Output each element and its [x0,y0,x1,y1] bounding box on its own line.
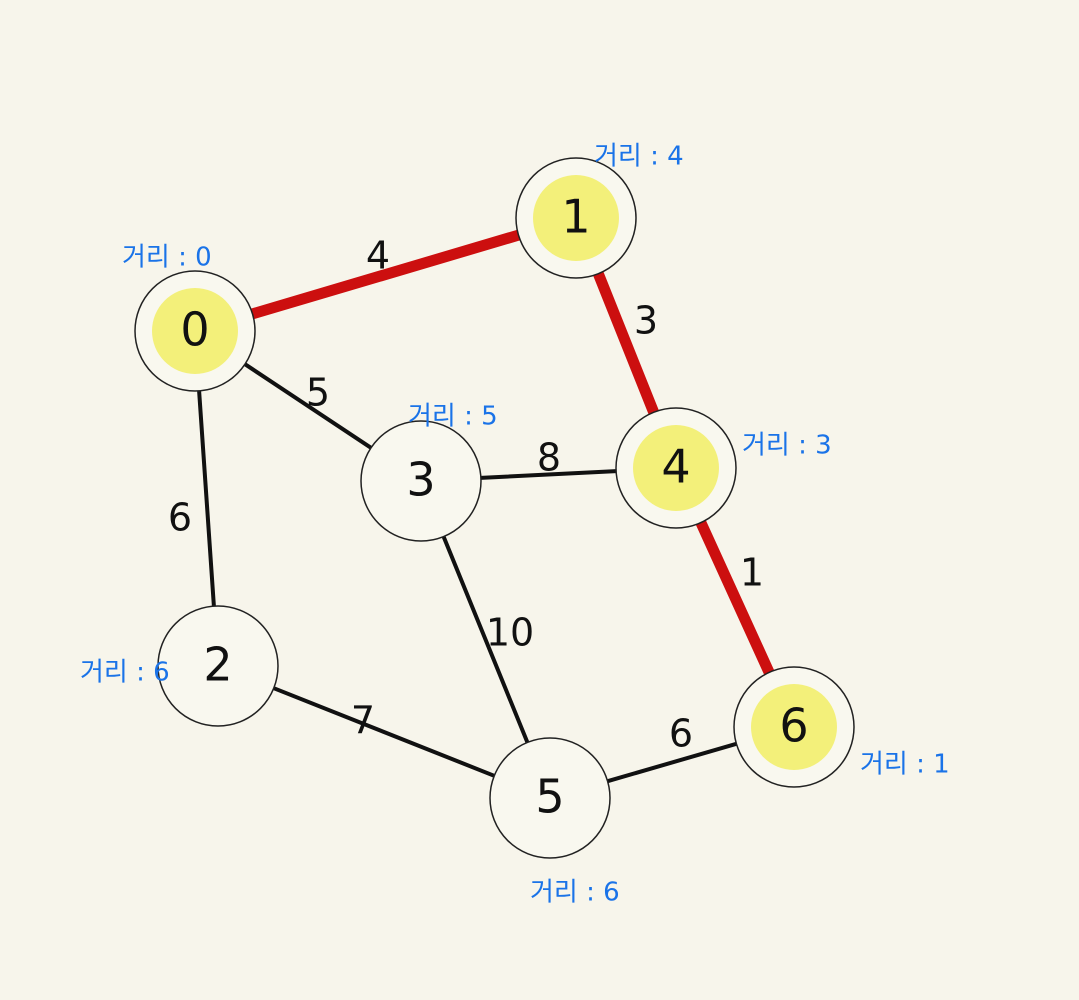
node-6-highlight [751,684,837,770]
edge-weight-2-5: 7 [351,699,375,743]
edge-weight-0-3: 5 [306,371,330,415]
weights-layer: 4 5 6 3 8 10 1 7 6 [168,234,764,756]
node-5-circle [489,737,611,859]
edge-1-4-path [592,268,660,418]
edge-0-1-path [247,229,524,320]
node-5-distance: 거리 : 6 [530,878,620,908]
node-4: 4 [615,407,737,529]
edges-layer [197,229,775,784]
edge-3-4 [478,469,619,480]
edge-weight-4-6: 1 [740,551,764,595]
node-4-highlight [633,425,719,511]
node-4-distance: 거리 : 3 [742,431,832,461]
node-3-label: 3 [406,453,435,507]
node-5-label: 5 [535,770,564,824]
node-1-distance: 거리 : 4 [594,142,684,172]
node-1-label: 1 [561,190,590,244]
edge-3-5 [441,534,530,745]
node-1: 1 [515,157,637,279]
node-5: 5 [489,737,611,859]
edge-2-5 [271,686,497,778]
node-0-label: 0 [180,303,209,357]
node-4-label: 4 [661,440,690,494]
node-3: 3 [360,420,482,542]
node-6-label: 6 [779,699,808,753]
node-3-distance: 거리 : 5 [408,402,498,432]
node-0-distance: 거리 : 0 [122,243,212,273]
node-6: 6 [733,666,855,788]
edge-weight-1-4: 3 [634,299,658,343]
distance-labels-layer: 거리 : 0 거리 : 4 거리 : 6 거리 : 5 거리 : 3 거리 : 6 거리 :… [80,142,950,908]
node-0-highlight [152,288,238,374]
node-2-distance: 거리 : 6 [80,658,170,688]
edge-weight-5-6: 6 [669,712,693,756]
node-0: 0 [134,270,256,392]
edge-weight-0-2: 6 [168,496,192,540]
node-2-label: 2 [203,638,232,692]
node-2-circle [157,605,279,727]
edge-4-6-path [695,517,775,678]
node-1-highlight [533,175,619,261]
node-6-distance: 거리 : 1 [860,750,950,780]
edge-0-3 [243,362,373,450]
edge-weight-3-5: 10 [486,611,534,655]
edge-5-6 [605,741,739,784]
edge-weight-0-1: 4 [366,234,390,278]
node-2: 2 [157,605,279,727]
nodes-layer: 0 1 2 3 4 5 6 [134,157,855,859]
edge-weight-3-4: 8 [537,436,561,480]
edge-0-2 [197,388,216,609]
node-3-circle [360,420,482,542]
